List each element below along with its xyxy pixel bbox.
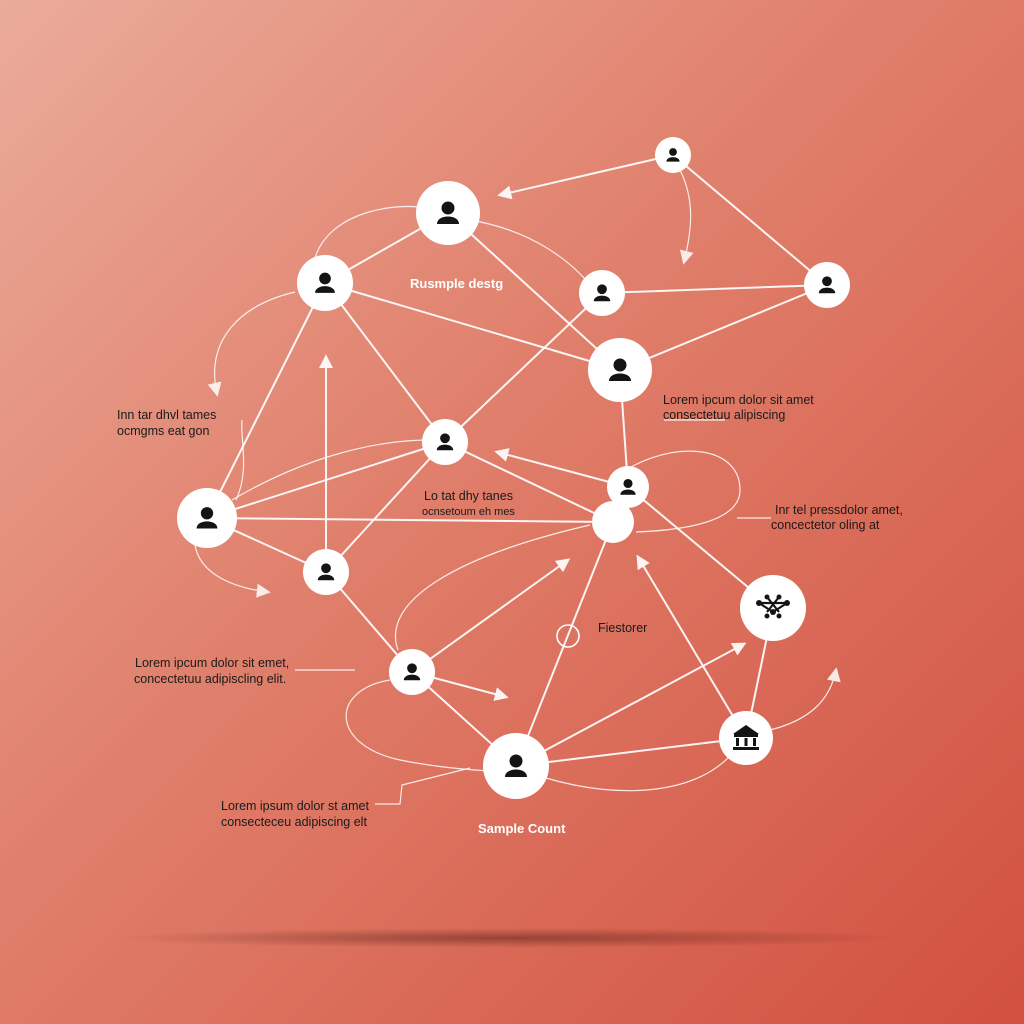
node-building[interactable]	[719, 711, 773, 765]
edge	[206, 517, 614, 523]
diagram-title: Rusmple destg	[410, 276, 504, 291]
edge	[515, 737, 747, 767]
annotation-left-lower-line1: Lorem ipcum dolor sit emet,	[135, 656, 290, 670]
node-person[interactable]	[389, 649, 435, 695]
annotation-left-mid-line2: ocmgms eat gon	[117, 424, 210, 438]
annotation-right-mid-line2: concectetor oling at	[771, 518, 880, 532]
factor-label: Fiestorer	[598, 621, 648, 635]
curve-link	[679, 169, 694, 265]
edge	[444, 292, 603, 443]
annotation-right-mid-line1: Inr tel pressdolor amet,	[775, 503, 903, 517]
node-person[interactable]	[579, 270, 625, 316]
edge	[601, 284, 828, 294]
ground-shadow	[110, 928, 910, 948]
edge	[447, 212, 621, 371]
annotation-center-line2: ocnsetoum eh mes	[422, 506, 515, 518]
leader-lines	[295, 419, 771, 805]
node-person[interactable]	[588, 338, 652, 402]
annotation-right-upper-line1: Lorem ipcum dolor sit amet	[663, 393, 814, 407]
annotation-left-mid-line1: Inn tar dhvl tames	[117, 408, 217, 422]
edge	[444, 441, 614, 523]
arrow-edge	[636, 554, 747, 739]
node-person[interactable]	[607, 466, 649, 508]
node-person[interactable]	[422, 419, 468, 465]
curve-link	[395, 524, 591, 651]
factor-marker	[556, 624, 580, 648]
edge	[325, 441, 446, 573]
edge	[324, 282, 446, 443]
curve-link	[207, 291, 296, 397]
curved-links	[194, 169, 841, 792]
node-person[interactable]	[804, 262, 850, 308]
arrow-edge	[515, 642, 747, 767]
building-icon	[733, 725, 759, 750]
edge	[515, 521, 614, 767]
arrow-edge	[497, 154, 674, 200]
arrow-edge	[411, 558, 571, 673]
curve-link	[769, 667, 841, 731]
arrow-edges	[319, 154, 747, 767]
curve-link	[235, 419, 245, 501]
node-person[interactable]	[416, 181, 480, 245]
annotation-bottom-left-line2: consecteceu adipiscing elt	[221, 815, 367, 829]
edge	[672, 154, 828, 286]
edge	[206, 282, 326, 519]
node-person[interactable]	[177, 488, 237, 548]
annotation-center-line1: Lo tat dhy tanes	[424, 489, 513, 503]
annotation-right-upper-line2: consectetuu alipiscing	[663, 408, 786, 422]
annotation-bottom-left-line1: Lorem ipsum dolor st amet	[221, 799, 369, 813]
curve-link	[231, 439, 431, 501]
annotation-left-lower-line2: concectetuu adipiscling elit.	[134, 672, 287, 686]
node-person[interactable]	[303, 549, 349, 595]
curve-link	[469, 219, 591, 286]
leader-line	[375, 767, 471, 805]
sample-count-label: Sample Count	[478, 821, 566, 836]
node-network[interactable]	[740, 575, 806, 641]
curve-link	[545, 749, 736, 792]
edge	[619, 284, 828, 371]
node-person[interactable]	[655, 137, 691, 173]
curve-link	[611, 450, 741, 533]
arrow-edge	[494, 448, 629, 488]
edges	[206, 154, 828, 767]
edge	[324, 282, 621, 371]
curve-link	[194, 544, 271, 598]
node-blank[interactable]	[592, 501, 634, 543]
node-person[interactable]	[297, 255, 353, 311]
node-person[interactable]	[483, 733, 549, 799]
nodes	[177, 137, 850, 799]
network-icon	[756, 594, 790, 619]
